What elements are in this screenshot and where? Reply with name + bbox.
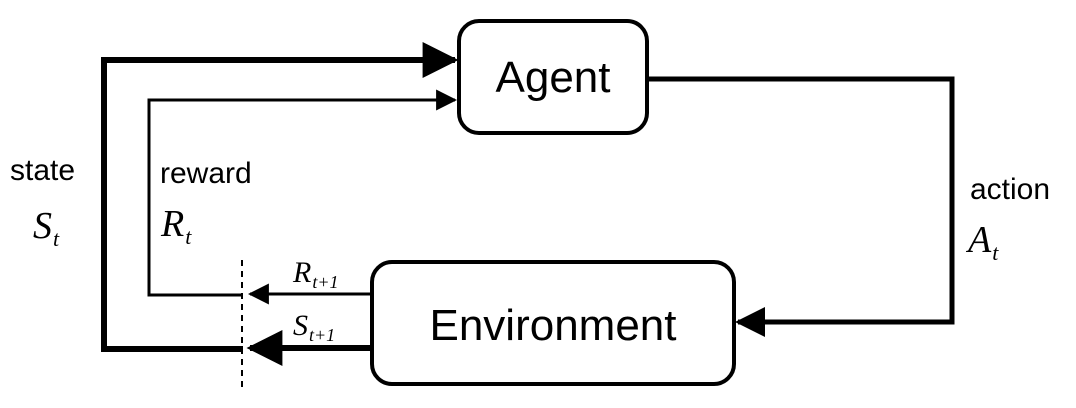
action-label-group: action At <box>965 173 1050 265</box>
state-symbol: St <box>33 205 60 251</box>
state-label: state <box>10 154 75 187</box>
state-arrow <box>101 42 459 366</box>
state-label-group: state St <box>10 154 75 251</box>
action-symbol: At <box>965 219 999 265</box>
environment-box <box>370 260 736 386</box>
agent-label: Agent <box>496 53 611 102</box>
reward-label: reward <box>160 157 252 190</box>
next-reward-symbol: Rt+1 <box>292 256 338 292</box>
next-state-symbol: St+1 <box>293 309 335 345</box>
action-arrow <box>647 76 955 337</box>
state-feedback-line <box>101 42 459 352</box>
reward-label-group: reward Rt <box>160 157 252 249</box>
environment-label: Environment <box>429 301 676 350</box>
reward-arrow <box>147 89 458 305</box>
reward-symbol: Rt <box>160 203 192 249</box>
agent-node: Agent <box>457 19 649 135</box>
action-label: action <box>970 173 1050 206</box>
environment-node: Environment <box>370 260 736 386</box>
reward-feedback-line <box>147 89 458 297</box>
